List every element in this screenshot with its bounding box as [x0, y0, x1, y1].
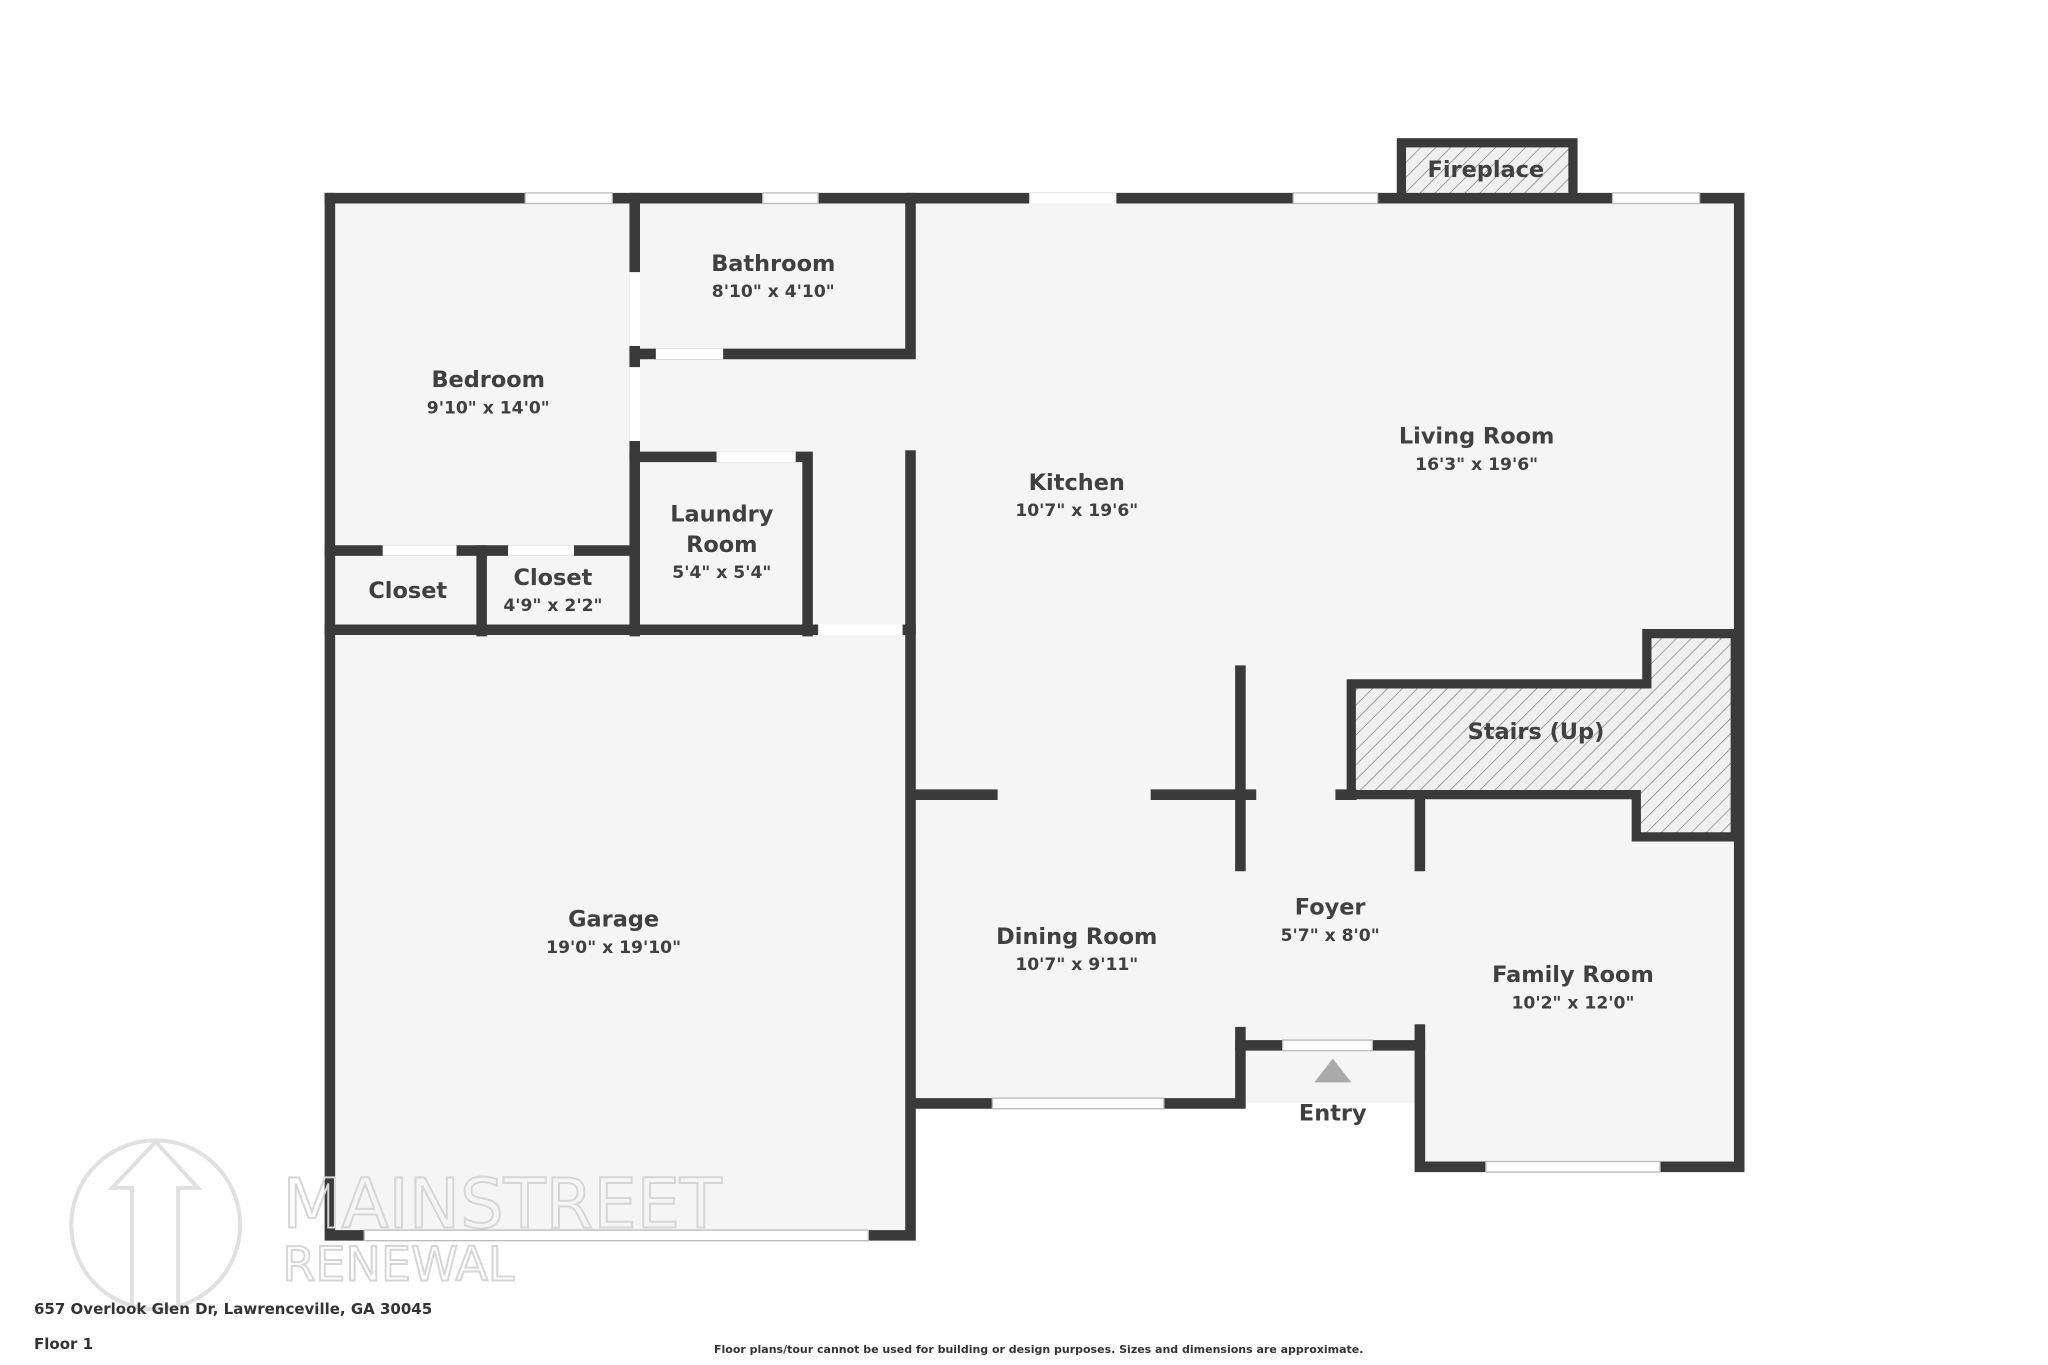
entry-arrow-icon	[1314, 1058, 1352, 1083]
stairs-label: Stairs (Up)	[1468, 719, 1605, 745]
dining-room-label: Dining Room	[996, 924, 1157, 950]
closet-2-dims: 4'9" x 2'2"	[503, 596, 602, 616]
bedroom-dims: 9'10" x 14'0"	[427, 398, 550, 418]
living-room-dims: 16'3" x 19'6"	[1415, 455, 1538, 475]
address: 657 Overlook Glen Dr, Lawrenceville, GA …	[34, 1300, 433, 1318]
bedroom-label: Bedroom	[431, 367, 545, 393]
entry-label: Entry	[1299, 1101, 1367, 1127]
laundry-label-1: Laundry	[670, 502, 773, 528]
garage-label: Garage	[568, 907, 659, 933]
watermark-logo: MAINSTREET RENEWAL	[69, 1138, 724, 1312]
family-room-label: Family Room	[1492, 962, 1654, 988]
kitchen-label: Kitchen	[1029, 470, 1125, 496]
laundry-label-2: Room	[686, 532, 757, 558]
family-room-dims: 10'2" x 12'0"	[1511, 993, 1634, 1013]
floor-label: Floor 1	[34, 1335, 94, 1353]
bathroom-label: Bathroom	[711, 251, 835, 277]
watermark-text-1: MAINSTREET	[282, 1164, 723, 1244]
watermark-text-2: RENEWAL	[282, 1237, 514, 1292]
kitchen-dims: 10'7" x 19'6"	[1015, 501, 1138, 521]
closet-2-label: Closet	[513, 565, 592, 591]
fireplace-label: Fireplace	[1428, 157, 1545, 183]
closet-1-label: Closet	[368, 578, 447, 604]
foyer-label: Foyer	[1295, 895, 1366, 921]
disclaimer: Floor plans/tour cannot be used for buil…	[714, 1343, 1364, 1356]
laundry-dims: 5'4" x 5'4"	[672, 563, 771, 583]
fireplace	[1396, 138, 1578, 203]
bathroom-dims: 8'10" x 4'10"	[712, 282, 835, 302]
dining-room-dims: 10'7" x 9'11"	[1015, 955, 1138, 975]
living-room-label: Living Room	[1399, 424, 1555, 450]
windows	[363, 192, 1701, 1242]
garage-dims: 19'0" x 19'10"	[546, 938, 681, 958]
floor-fill	[329, 198, 1740, 1236]
foyer-dims: 5'7" x 8'0"	[1281, 926, 1380, 946]
